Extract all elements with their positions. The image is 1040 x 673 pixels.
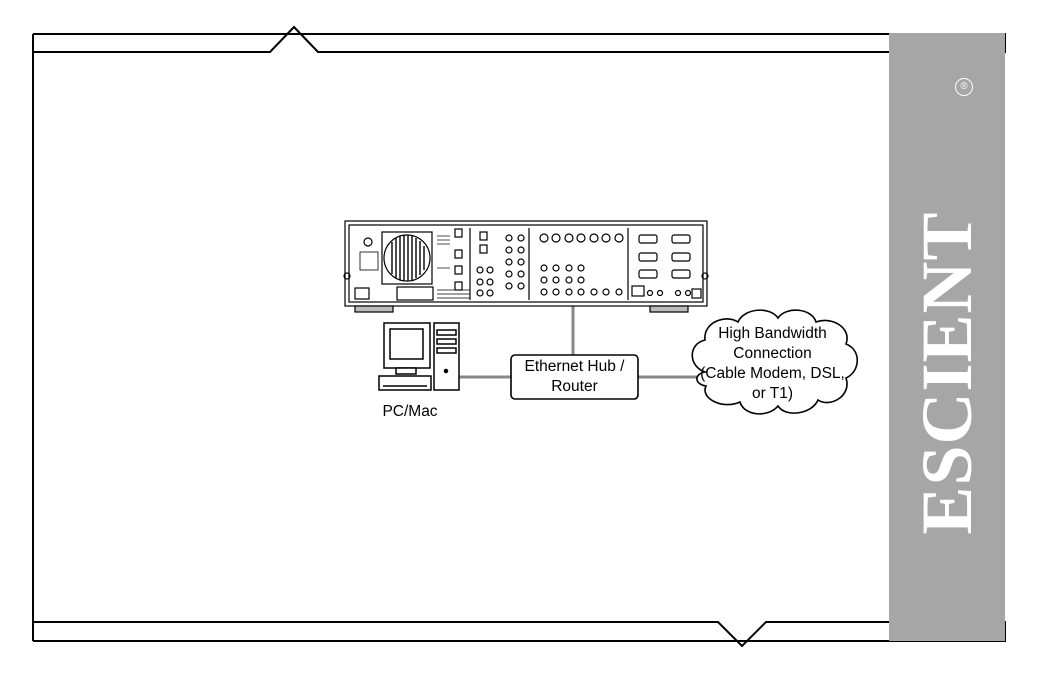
cloud-label-line3: (Cable Modem, DSL, xyxy=(690,364,855,384)
pc-label: PC/Mac xyxy=(360,402,460,422)
hub-label-line2: Router xyxy=(511,377,638,397)
desktop-computer-icon xyxy=(379,323,459,390)
escient-logo: ESCIENT xyxy=(889,33,1005,641)
hub-label-line1: Ethernet Hub / xyxy=(511,357,638,377)
brand-sidebar: ESCIENT xyxy=(889,33,1005,641)
cloud-label-line1: High Bandwidth xyxy=(690,324,855,344)
av-receiver-rear-panel-icon xyxy=(344,221,708,312)
top-header-frame xyxy=(33,27,1005,52)
cloud-label-line2: Connection xyxy=(690,344,855,364)
registered-mark: ® xyxy=(955,78,973,96)
brand-wordmark: ESCIENT xyxy=(911,211,983,534)
cloud-label-line4: or T1) xyxy=(690,384,855,404)
bottom-footer-frame xyxy=(33,622,1005,646)
